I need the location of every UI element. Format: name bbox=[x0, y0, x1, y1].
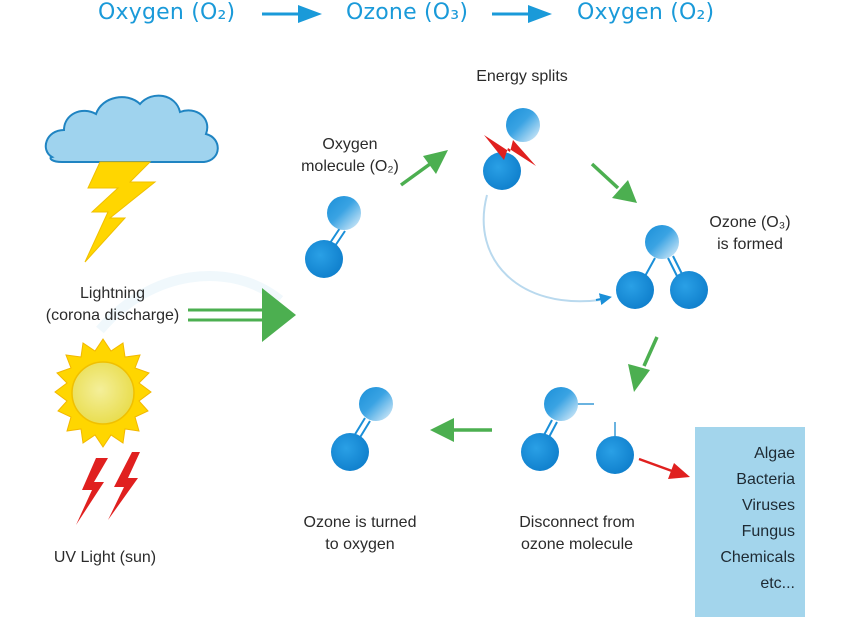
uv-bolt-icon bbox=[108, 452, 140, 520]
header-step-oxygen: Oxygen (O₂) bbox=[98, 0, 236, 25]
lightning-bolt-icon bbox=[84, 161, 157, 263]
sun-icon bbox=[54, 338, 152, 448]
energy-spark-icon bbox=[484, 135, 536, 166]
resulting-oxygen-molecule bbox=[331, 387, 393, 471]
lightning-label-line2: (corona discharge) bbox=[45, 307, 180, 324]
target-item: Chemicals bbox=[720, 549, 795, 566]
flow-arrow-to-disconnect bbox=[628, 336, 659, 392]
ozone-formed-label: Ozone (O₃) is formed bbox=[695, 212, 805, 256]
storm-cloud-icon bbox=[44, 94, 219, 163]
turned-to-oxygen-label-line2: to oxygen bbox=[325, 536, 395, 553]
oxygen-molecule-label-line1: Oxygen bbox=[322, 136, 378, 153]
ozone-molecule bbox=[616, 225, 708, 309]
oxygen-molecule-label-line2: molecule (O₂) bbox=[301, 158, 399, 175]
target-item: Bacteria bbox=[736, 471, 795, 488]
targets-list: Algae Bacteria Viruses Fungus Chemicals … bbox=[720, 441, 795, 597]
flow-arrow-to-ozone bbox=[590, 162, 637, 203]
process-header: Oxygen (O₂) Ozone (O₃) Oxygen (O₂) bbox=[0, 0, 843, 40]
ozone-formed-label-line1: Ozone (O₃) bbox=[709, 214, 791, 231]
target-item: Viruses bbox=[741, 497, 795, 514]
header-arrow-1-icon bbox=[262, 5, 322, 23]
attack-arrow bbox=[638, 457, 690, 479]
target-item: etc... bbox=[760, 575, 795, 592]
targets-box: Algae Bacteria Viruses Fungus Chemicals … bbox=[695, 427, 805, 617]
turned-to-oxygen-label-line1: Ozone is turned bbox=[303, 514, 417, 531]
disconnect-label: Disconnect from ozone molecule bbox=[497, 512, 657, 556]
header-step-ozone: Ozone (O₃) bbox=[346, 0, 469, 25]
uv-bolt-icon bbox=[76, 458, 108, 525]
flow-arrow-to-oxygen bbox=[430, 418, 492, 442]
target-item: Algae bbox=[754, 445, 795, 462]
oxygen-molecule-label: Oxygen molecule (O₂) bbox=[290, 134, 410, 178]
disconnect-label-line1: Disconnect from bbox=[519, 514, 635, 531]
target-item: Fungus bbox=[741, 523, 795, 540]
flow-arrow-to-split bbox=[399, 150, 448, 187]
oxygen-molecule bbox=[305, 196, 361, 278]
header-step-oxygen-final: Oxygen (O₂) bbox=[577, 0, 715, 25]
disconnect-label-line2: ozone molecule bbox=[520, 536, 634, 553]
energy-splits-label: Energy splits bbox=[476, 68, 568, 85]
uv-light-label: UV Light (sun) bbox=[53, 549, 157, 566]
sources-to-cycle-arrow bbox=[188, 288, 296, 342]
header-arrow-2-icon bbox=[492, 5, 552, 23]
lightning-label: Lightning (corona discharge) bbox=[40, 283, 185, 327]
lightning-label-line1: Lightning bbox=[80, 285, 145, 302]
ozone-formed-label-line2: is formed bbox=[717, 236, 783, 253]
disconnect-molecules bbox=[521, 387, 634, 474]
split-molecule bbox=[483, 108, 540, 190]
turned-to-oxygen-label: Ozone is turned to oxygen bbox=[285, 512, 435, 556]
